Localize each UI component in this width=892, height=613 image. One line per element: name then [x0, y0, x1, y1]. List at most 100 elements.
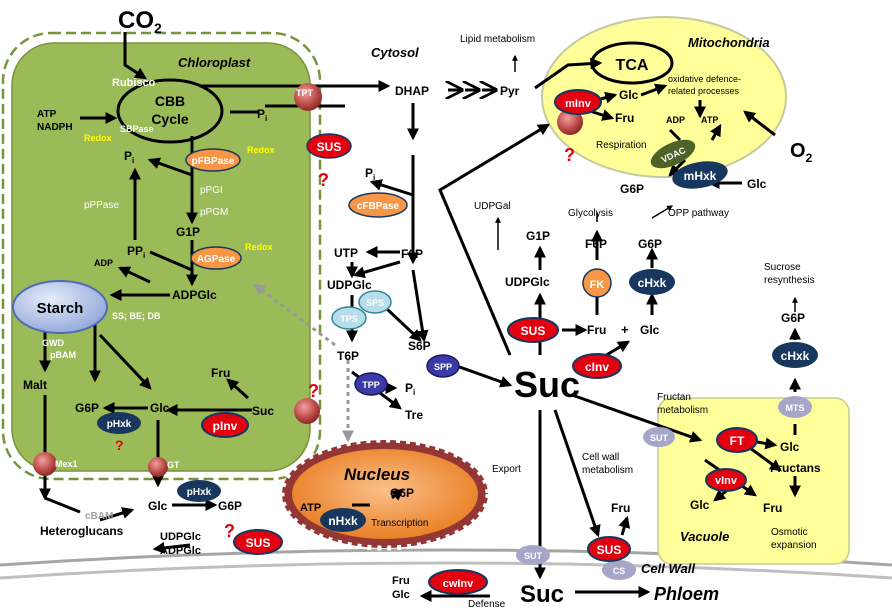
pathway-arrows: [39, 32, 801, 602]
g1p-label-cytosol: G1P: [526, 229, 550, 243]
cbb-line2: Cycle: [151, 111, 189, 127]
heteroglucans-label: Heteroglucans: [40, 524, 124, 538]
suc-bottom-label: Suc: [520, 581, 564, 608]
agpase-label: AGPase: [197, 254, 236, 265]
sucrose-res-2: resynthesis: [764, 275, 815, 286]
cs-enzyme: [602, 560, 636, 580]
glc-label-cytosol: Glc: [640, 323, 660, 337]
redox-label-2: Redox: [247, 145, 275, 155]
chxk-label-vac: cHxk: [781, 349, 810, 363]
pppase-label: pPPase: [84, 200, 119, 211]
pyr-label: Pyr: [500, 84, 520, 98]
f6p-label-b: F6P: [585, 237, 607, 251]
udpglc-label-cytosol: UDPGlc: [327, 278, 372, 292]
nucleus-pores: [279, 437, 491, 551]
atp-label-mito: ATP: [701, 115, 718, 125]
tre-label: Tre: [405, 408, 423, 422]
oxidative-1: oxidative defence-: [668, 74, 741, 84]
phxk-oval-cytosol: [177, 480, 221, 502]
fru-label-vac: Fru: [763, 501, 782, 515]
transcription-label: Transcription: [371, 518, 428, 529]
plus-label: +: [621, 322, 629, 337]
ss-be-db-label: SS; BE; DB: [112, 311, 161, 321]
phxk-label-cytosol: pHxk: [187, 487, 212, 498]
agpase-oval: [190, 246, 242, 270]
glc-label-bottom: Glc: [392, 589, 410, 601]
vacuole-label: Vacuole: [680, 529, 729, 544]
phloem-label: Phloem: [654, 584, 719, 604]
glc-out-label: Glc: [148, 499, 168, 513]
glc-label-mito: Glc: [619, 88, 639, 102]
udpgal-label: UDPGal: [474, 201, 511, 212]
mito-transporter: [557, 109, 583, 135]
mitochondria-compartment: [541, 16, 787, 178]
sut-membrane: [516, 545, 550, 565]
phxk-oval-chloroplast: [97, 412, 141, 434]
osmotic-1: Osmotic: [771, 527, 808, 538]
ppgm-label: pPGM: [200, 207, 228, 218]
fk-oval: [582, 268, 612, 298]
cs-label: CS: [613, 566, 626, 576]
redox-label-1: Redox: [84, 133, 112, 143]
sus-label-cytosol: SUS: [521, 324, 546, 338]
nhxk-label: nHxk: [328, 514, 358, 528]
q-mark-chloro: ?: [115, 437, 124, 453]
cinv-oval: [572, 353, 622, 379]
q-mark-sus-top: ?: [318, 170, 329, 190]
pi-label-cytosol: Pi: [365, 166, 375, 182]
gt-transporter: [148, 457, 168, 477]
spp-oval: [426, 354, 460, 378]
gwd-label: GWD: [42, 338, 64, 348]
s6p-label: S6P: [408, 339, 431, 353]
ppgi-label: pPGI: [200, 185, 223, 196]
adp-label-mito: ADP: [666, 115, 685, 125]
mts-label: MTS: [786, 403, 805, 413]
respiration-label: Respiration: [596, 140, 647, 151]
chxk-label-cytosol: cHxk: [638, 276, 667, 290]
sus-label-bottom: SUS: [246, 536, 271, 550]
minv-label: mInv: [565, 98, 592, 110]
suc-big-label: Suc: [514, 364, 580, 405]
glc-out-mito: Glc: [747, 177, 767, 191]
pi-label-tpp: Pi: [405, 381, 415, 397]
cell-wall-label: Cell Wall: [641, 561, 695, 576]
sut-membrane-label: SUT: [524, 551, 543, 561]
suc-label-chloro: Suc: [252, 404, 274, 418]
vinv-oval: [705, 468, 747, 492]
adp-label-chloro: ADP: [94, 258, 113, 268]
fructans-label: Fructans: [770, 461, 821, 475]
glc-label-chloro: Glc: [150, 401, 170, 415]
cwinv-oval: [428, 569, 488, 595]
starch-granule: [12, 280, 108, 334]
defense-label: Defense: [468, 599, 506, 610]
vdac: [650, 139, 696, 169]
tpp-oval: [354, 372, 388, 396]
tpt-label: TPT: [296, 88, 314, 98]
cbb-line1: CBB: [155, 93, 185, 109]
chloroplast-label: Chloroplast: [178, 55, 251, 70]
udpglc-label-b: UDPGlc: [505, 275, 550, 289]
tpp-label: TPP: [362, 380, 380, 390]
fru-label-cytosol: Fru: [587, 323, 606, 337]
sbpase-label: SBPase: [120, 124, 154, 134]
sus-label-cw: SUS: [597, 543, 622, 557]
mts-transporter: [778, 396, 812, 418]
vacuole-compartment: [657, 397, 850, 565]
g6p-label-mito: G6P: [620, 182, 644, 196]
starch-label: Starch: [37, 300, 84, 317]
sus-label-top: SUS: [317, 140, 342, 154]
rubisco-label: Rubisco: [112, 77, 156, 89]
mhxk-oval: [672, 161, 728, 189]
tca-cycle: [590, 41, 674, 85]
g6p-res-label: G6P: [781, 311, 805, 325]
chxk-oval-vacuole: [772, 342, 818, 368]
atp-label-nuc: ATP: [300, 502, 321, 514]
cytosol-label: Cytosol: [371, 45, 419, 60]
adpglc-label-chloro: ADPGlc: [172, 288, 217, 302]
g6p-label-chloro: G6P: [75, 401, 99, 415]
pfbpase-oval: [185, 148, 241, 172]
tps-label: TPS: [340, 314, 358, 324]
sus-oval-bottom-left: [233, 529, 283, 555]
glc-label-vac: Glc: [780, 440, 800, 454]
lipid-label: Lipid metabolism: [460, 34, 535, 45]
